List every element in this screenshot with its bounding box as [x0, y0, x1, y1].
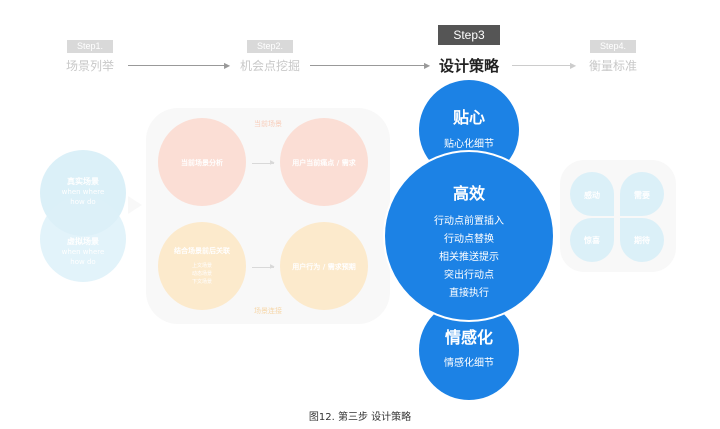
- emotional-item: 情感化细节: [444, 358, 494, 369]
- analysis-circle: [158, 118, 246, 206]
- real-scene-circle: [40, 150, 126, 236]
- analysis-label: 当前场景分析: [181, 159, 223, 167]
- arrow-2-head: ▶: [424, 61, 431, 70]
- figure-caption: 图12. 第三步 设计策略: [308, 412, 412, 423]
- current-scene-label: 当前场景: [254, 120, 282, 128]
- real-scene-line2: how do: [70, 198, 96, 206]
- mid-arrow-bottom-head: ▶: [270, 263, 275, 270]
- real-scene-line1: when where: [61, 188, 105, 196]
- step4-badge: Step4.: [590, 40, 636, 53]
- measure-label-3: 惊喜: [584, 236, 600, 245]
- arrow-1-head: ▶: [224, 61, 231, 70]
- efficient-circle: [385, 152, 553, 320]
- efficient-item-5: 直接执行: [449, 288, 489, 299]
- arrow-2: [310, 65, 428, 66]
- mid-arrow-top: [252, 163, 274, 164]
- behavior-label: 用户行为 / 需求预期: [292, 263, 356, 271]
- caring-title: 贴心: [452, 108, 485, 127]
- caring-item: 贴心化细节: [444, 139, 494, 150]
- combine-sub-3: 下文场景: [191, 279, 212, 285]
- measure-leaf-3: [570, 218, 614, 262]
- scene-link-label: 场景连接: [254, 307, 282, 315]
- measure-label-4: 期待: [634, 236, 650, 245]
- combine-label: 结合场景前后关联: [174, 247, 230, 255]
- measure-leaf-4: [620, 218, 664, 262]
- combine-circle: [158, 222, 246, 310]
- step3-badge: Step3: [438, 25, 500, 45]
- efficient-item-2: 行动点替换: [444, 234, 494, 245]
- virtual-scene-line1: when where: [61, 248, 105, 256]
- combine-sub-2: 动态场景: [191, 271, 212, 277]
- measure-label-1: 感动: [584, 191, 600, 200]
- behavior-circle: [280, 222, 368, 310]
- step4-name: 衡量标准: [588, 59, 637, 73]
- efficient-title: 高效: [452, 184, 485, 203]
- efficient-item-3: 相关推送提示: [439, 252, 499, 263]
- step3-name: 设计策略: [438, 57, 499, 75]
- measure-leaf-1: [570, 172, 614, 216]
- arrow-3-head: ▶: [570, 61, 577, 70]
- step2-name: 机会点挖掘: [239, 59, 300, 73]
- emotional-title: 情感化: [444, 328, 493, 347]
- pain-circle: [280, 118, 368, 206]
- real-scene-title: 真实场景: [67, 177, 99, 186]
- virtual-scene-circle: [40, 196, 126, 282]
- step1-badge: Step1.: [67, 40, 113, 53]
- pain-label: 用户当前痛点 / 需求: [292, 159, 356, 167]
- mid-arrow-top-head: ▶: [270, 159, 275, 166]
- step1-name: 场景列举: [65, 59, 114, 73]
- virtual-scene-title: 虚拟场景: [67, 237, 99, 246]
- virtual-scene-line2: how do: [70, 258, 96, 266]
- measure-leaf-2: [620, 172, 664, 216]
- arrow-3: [512, 65, 574, 66]
- arrow-1: [128, 65, 228, 66]
- combine-sub-1: 上文场景: [191, 263, 212, 269]
- step2-badge: Step2.: [247, 40, 293, 53]
- efficient-item-4: 突出行动点: [444, 270, 494, 281]
- panel-pointer: [128, 196, 142, 214]
- measure-label-2: 需要: [634, 191, 650, 200]
- mid-arrow-bottom: [252, 267, 274, 268]
- efficient-item-1: 行动点前置插入: [434, 216, 504, 227]
